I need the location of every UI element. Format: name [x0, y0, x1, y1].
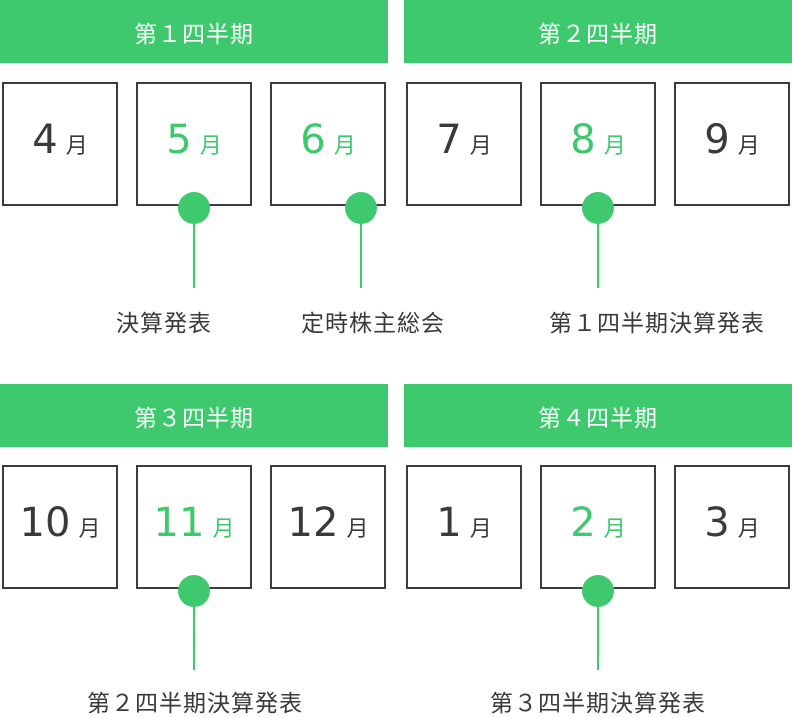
month-unit: 月	[333, 134, 356, 159]
event-label-february: 第３四半期決算発表	[490, 691, 706, 717]
month-unit: 月	[737, 134, 760, 159]
month-number: 6	[300, 117, 326, 163]
month-number: 1	[436, 500, 462, 546]
event-connector-august	[597, 208, 599, 288]
event-connector-february	[597, 592, 599, 670]
month-unit: 月	[469, 517, 492, 542]
month-unit: 月	[78, 517, 101, 542]
month-number: 8	[570, 117, 596, 163]
event-marker-february	[582, 575, 614, 607]
event-label-november: 第２四半期決算発表	[87, 691, 303, 717]
month-number: 10	[19, 500, 71, 546]
month-number: 3	[704, 500, 730, 546]
event-label-june: 定時株主総会	[301, 311, 445, 337]
month-unit: 月	[737, 517, 760, 542]
event-connector-may	[193, 208, 195, 288]
quarter-header-q1: 第１四半期	[0, 0, 388, 63]
event-marker-june	[345, 192, 377, 224]
event-marker-november	[178, 575, 210, 607]
month-unit: 月	[603, 134, 626, 159]
event-marker-august	[582, 192, 614, 224]
event-connector-june	[360, 208, 362, 288]
month-unit: 月	[346, 517, 369, 542]
month-number: 11	[153, 500, 205, 546]
month-number: 4	[32, 117, 58, 163]
event-marker-may	[178, 192, 210, 224]
month-unit: 月	[603, 517, 626, 542]
month-unit: 月	[469, 134, 492, 159]
month-number: 9	[704, 117, 730, 163]
quarter-header-q3: 第３四半期	[0, 384, 388, 447]
month-box-december: 12 月	[270, 465, 386, 589]
event-label-may: 決算発表	[116, 311, 212, 337]
event-connector-november	[193, 592, 195, 670]
month-unit: 月	[212, 517, 235, 542]
month-unit: 月	[65, 134, 88, 159]
quarter-header-q2: 第２四半期	[404, 0, 792, 63]
month-number: 5	[166, 117, 192, 163]
month-number: 12	[287, 500, 339, 546]
month-unit: 月	[199, 134, 222, 159]
event-label-august: 第１四半期決算発表	[549, 311, 765, 337]
month-box-november: 11 月	[136, 465, 252, 589]
quarter-header-q4: 第４四半期	[404, 384, 792, 447]
month-box-october: 10 月	[2, 465, 118, 589]
month-number: 2	[570, 500, 596, 546]
month-number: 7	[436, 117, 462, 163]
